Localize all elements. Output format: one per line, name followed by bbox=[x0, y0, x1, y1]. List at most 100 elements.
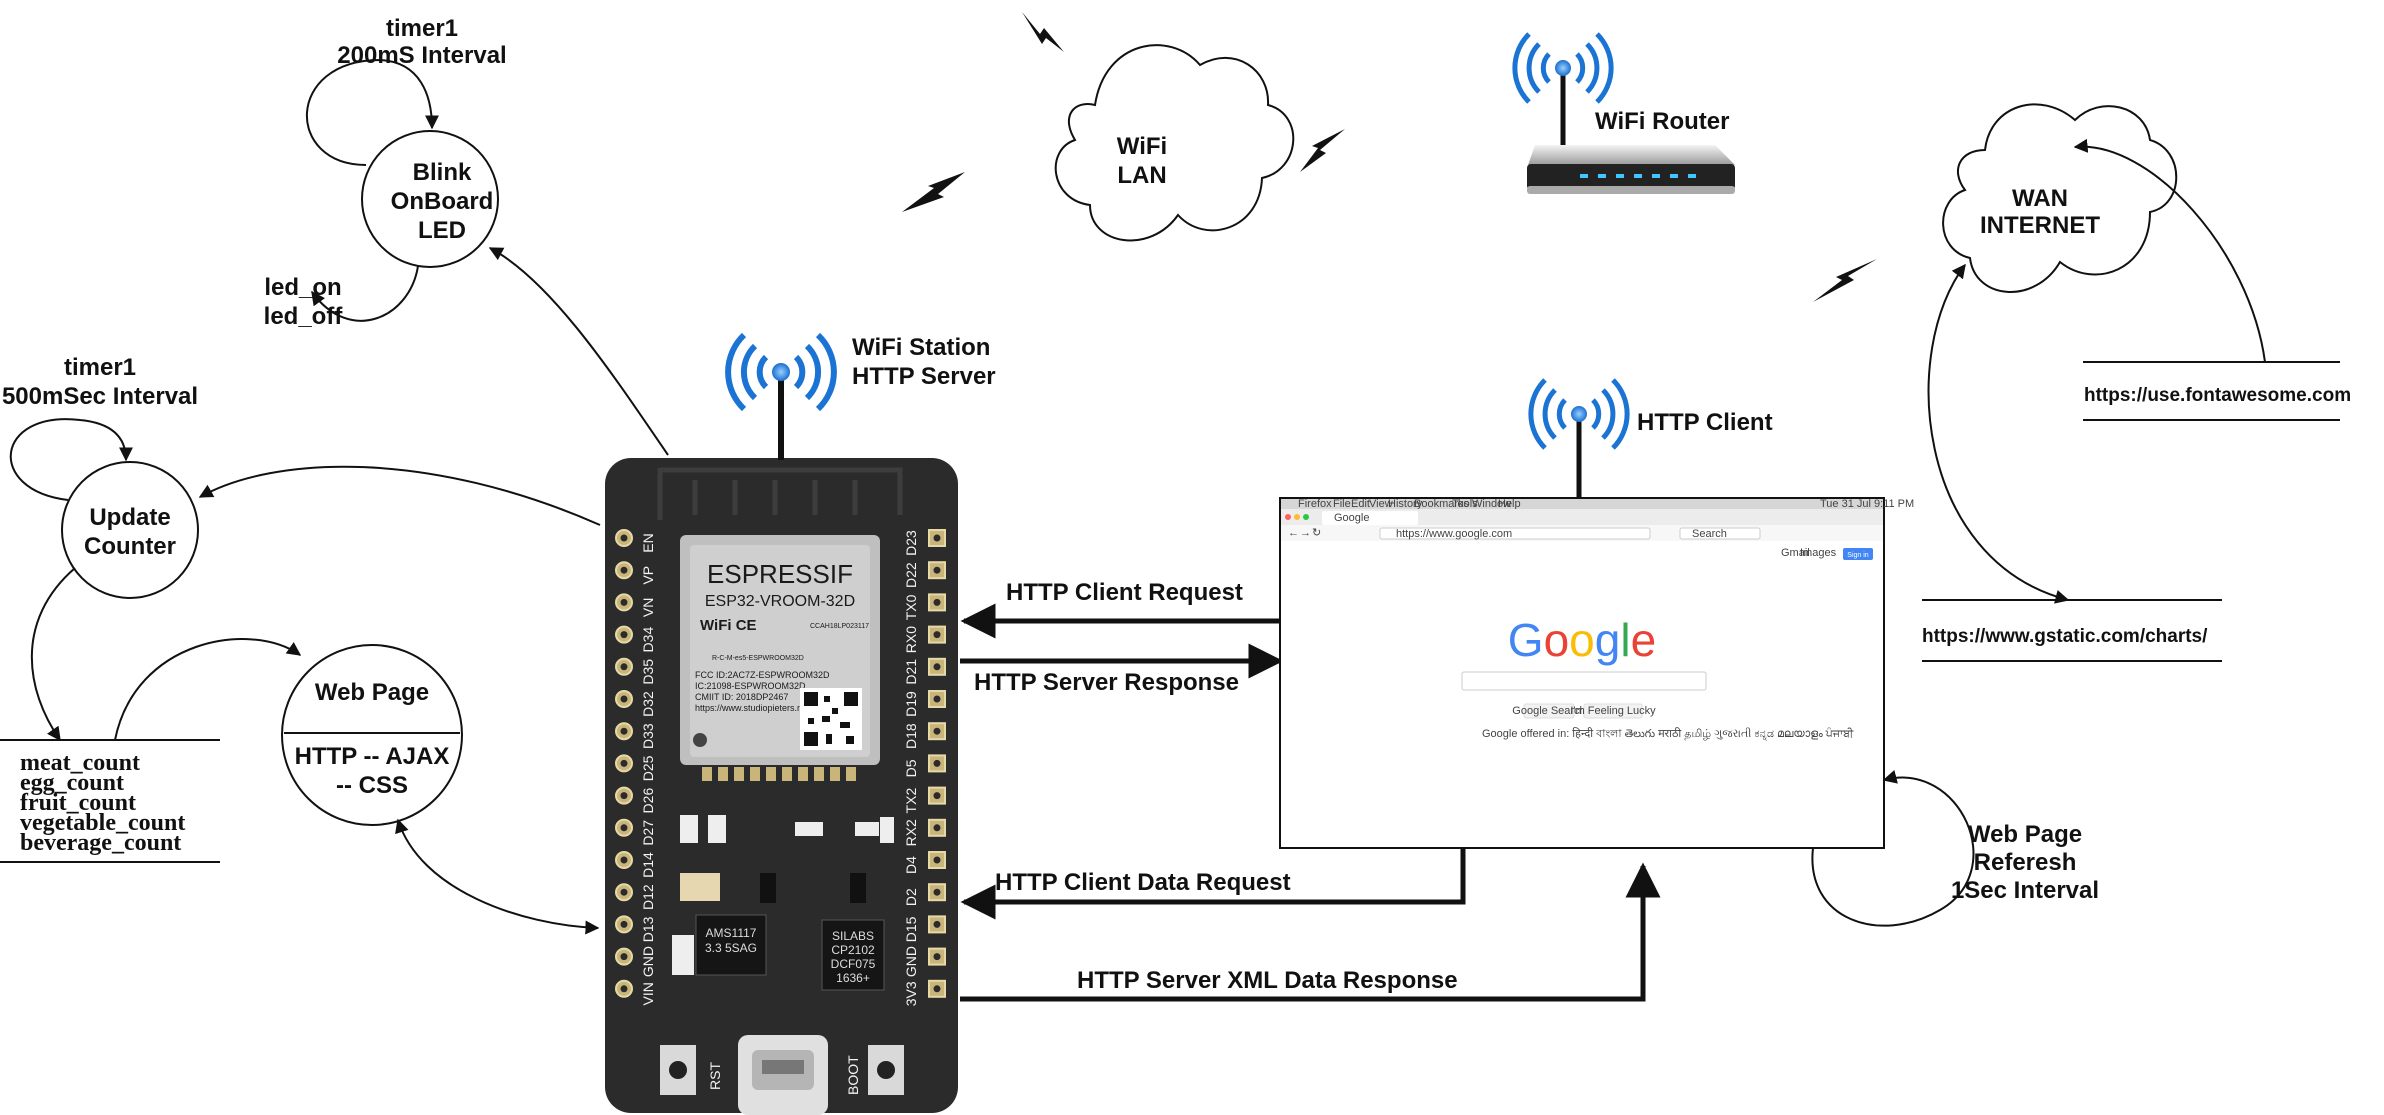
usb-chip-label-4: 1636+ bbox=[836, 971, 870, 985]
refresh-line-1: Web Page bbox=[1968, 821, 2082, 848]
google-search-input[interactable] bbox=[1461, 671, 1707, 691]
images-link[interactable]: Images bbox=[1800, 547, 1837, 559]
close-icon[interactable] bbox=[1285, 514, 1291, 520]
right-pin-label: RX0 bbox=[903, 626, 919, 653]
right-pin-label: D18 bbox=[903, 723, 919, 749]
wan-line-1: WAN bbox=[2012, 185, 2068, 212]
lan-line-1: WiFi bbox=[1117, 133, 1167, 160]
module-pad bbox=[750, 767, 760, 781]
browser-menu-history[interactable]: History bbox=[1388, 498, 1423, 510]
web-page-state: Web Page HTTP -- AJAX -- CSS bbox=[281, 644, 463, 826]
left-pin-label: GND bbox=[640, 946, 656, 977]
left-pin-label: D26 bbox=[640, 788, 656, 814]
webpage-line-1: HTTP -- AJAX bbox=[295, 743, 450, 770]
rst-button[interactable] bbox=[660, 1045, 696, 1095]
client-label: HTTP Client bbox=[1637, 409, 1773, 436]
counters-store: meat_count egg_count fruit_count vegetab… bbox=[0, 739, 220, 863]
browser-menu-help[interactable]: Help bbox=[1498, 498, 1521, 510]
wifi-logo-icon: WiFi CE bbox=[700, 617, 757, 634]
url-fontawesome: https://use.fontawesome.com bbox=[2084, 385, 2351, 406]
browser-app-name: Firefox bbox=[1298, 498, 1332, 510]
sign-in-button[interactable] bbox=[1843, 548, 1873, 560]
lan-line-2: LAN bbox=[1117, 162, 1166, 189]
right-pin-label: D2 bbox=[903, 888, 919, 906]
counter-meat: meat_count bbox=[20, 750, 140, 776]
wan-gstatic-link-arrow bbox=[1927, 263, 2070, 604]
webpage-title: Web Page bbox=[315, 679, 429, 706]
boot-button[interactable] bbox=[868, 1045, 904, 1095]
wan-url-link-arrow bbox=[2073, 138, 2266, 363]
board-fcc-1: FCC ID:2AC7Z-ESPWROOM32D bbox=[695, 670, 830, 680]
browser-search-placeholder: Search bbox=[1692, 528, 1727, 540]
browser-menu-bookmarks[interactable]: Bookmarks bbox=[1414, 498, 1470, 510]
rst-label: RST bbox=[707, 1062, 723, 1090]
browser-search-box[interactable] bbox=[1679, 527, 1761, 540]
back-icon[interactable]: ← bbox=[1288, 527, 1299, 539]
browser-menu-view[interactable]: View bbox=[1369, 498, 1393, 510]
update-timer-line-1: timer1 bbox=[64, 354, 136, 381]
station-line-1: WiFi Station bbox=[852, 334, 990, 361]
lightning-icon bbox=[1813, 259, 1877, 302]
usb-chip-label-2: CP2102 bbox=[831, 943, 875, 957]
wan-cloud-icon bbox=[1942, 103, 2178, 293]
wifi-lan-cloud-icon bbox=[1054, 44, 1295, 242]
client-antenna-icon bbox=[1528, 378, 1630, 500]
google-search-button[interactable] bbox=[1523, 703, 1575, 719]
data-request-arrow bbox=[960, 848, 1466, 920]
esp32-board: ESPRESSIF ESP32-VROOM-32D WiFi CE CCAH18… bbox=[605, 458, 958, 1115]
right-pin-label: D5 bbox=[903, 759, 919, 777]
right-pin-label: 3V3 bbox=[903, 981, 919, 1006]
xml-response-label: HTTP Server XML Data Response bbox=[1077, 967, 1458, 994]
browser-tab[interactable] bbox=[1322, 511, 1418, 525]
module-pad bbox=[702, 767, 712, 781]
blink-var-on: led_on bbox=[264, 274, 341, 301]
right-pin-label: D21 bbox=[903, 659, 919, 685]
right-pin-label: D15 bbox=[903, 916, 919, 942]
update-timer-line-2: 500mSec Interval bbox=[2, 383, 198, 410]
board-ccah: CCAH18LP023117 bbox=[810, 623, 869, 630]
minimize-icon[interactable] bbox=[1294, 514, 1300, 520]
reload-icon[interactable]: ↻ bbox=[1312, 527, 1321, 539]
boot-label: BOOT bbox=[845, 1055, 861, 1095]
right-pin-label: TX2 bbox=[903, 788, 919, 814]
browser-clock: Tue 31 Jul 9:11 PM bbox=[1820, 498, 1914, 510]
usb-chip-label-1: SILABS bbox=[832, 929, 874, 943]
refresh-line-3: 1Sec Interval bbox=[1951, 877, 2099, 904]
left-pin-label: D12 bbox=[640, 884, 656, 910]
module-pad bbox=[734, 767, 744, 781]
left-pin-label: EN bbox=[640, 533, 656, 552]
browser-menu-file[interactable]: File bbox=[1333, 498, 1351, 510]
module-pad bbox=[798, 767, 808, 781]
blink-timer-loop-arrow bbox=[305, 58, 439, 166]
address-bar[interactable] bbox=[1379, 527, 1651, 540]
webpage-board-link bbox=[395, 818, 600, 935]
wan-line-2: INTERNET bbox=[1980, 212, 2100, 239]
blink-line-3: LED bbox=[418, 217, 466, 244]
board-brand: ESPRESSIF bbox=[707, 559, 853, 589]
refresh-line-2: Referesh bbox=[1974, 849, 2077, 876]
google-offered-in: Google offered in: हिन्दी বাংলা తెలుగు म… bbox=[1482, 727, 1854, 740]
lightning-icon bbox=[902, 172, 965, 212]
board-fcc-4: https://www.studiopieters.nl bbox=[695, 703, 804, 713]
regulator-label-2: 3.3 5SAG bbox=[705, 941, 757, 955]
feeling-lucky-button[interactable] bbox=[1583, 703, 1643, 719]
blink-line-2: OnBoard bbox=[391, 188, 494, 215]
left-pin-label: D14 bbox=[640, 852, 656, 878]
browser-menu-tools[interactable]: Tools bbox=[1452, 498, 1478, 510]
module-pad bbox=[766, 767, 776, 781]
right-pin-label: TX0 bbox=[903, 594, 919, 620]
forward-icon[interactable]: → bbox=[1300, 527, 1311, 539]
browser-menu-edit[interactable]: Edit bbox=[1351, 498, 1370, 510]
module-pad bbox=[830, 767, 840, 781]
google-logo: Google bbox=[1508, 614, 1656, 666]
browser-menu-window[interactable]: Window bbox=[1472, 498, 1511, 510]
update-line-2: Counter bbox=[84, 533, 176, 560]
gmail-link[interactable]: Gmail bbox=[1781, 547, 1810, 559]
left-pin-label: D35 bbox=[640, 659, 656, 685]
module-pad bbox=[718, 767, 728, 781]
module-pad bbox=[846, 767, 856, 781]
counter-beverage: beverage_count bbox=[20, 830, 181, 856]
maximize-icon[interactable] bbox=[1303, 514, 1309, 520]
regulator-label-1: AMS1117 bbox=[706, 926, 757, 940]
